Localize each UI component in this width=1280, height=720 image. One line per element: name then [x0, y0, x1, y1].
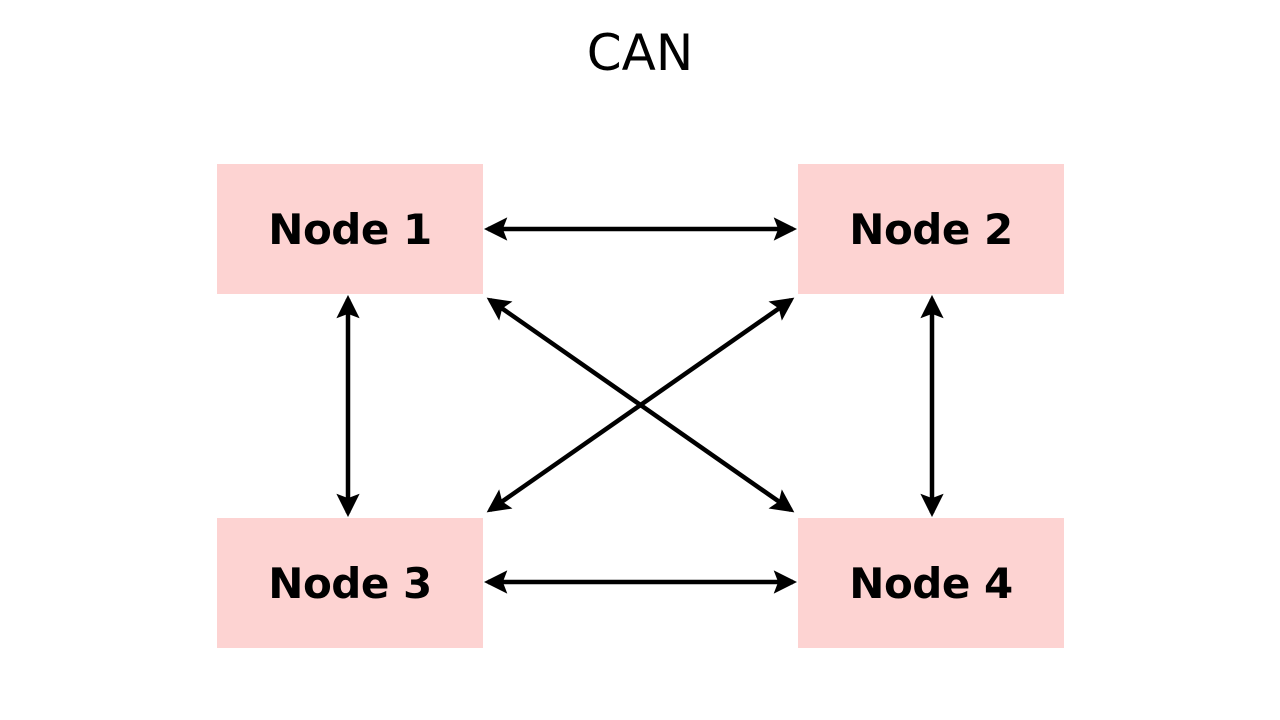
edge-node1-node4 — [486, 297, 795, 513]
node-box-node-2[interactable]: Node 2 — [798, 164, 1064, 294]
node-box-node-3[interactable]: Node 3 — [217, 518, 483, 648]
edge-node2-node3 — [486, 297, 795, 513]
node-label: Node 1 — [268, 204, 432, 254]
node-label: Node 4 — [849, 558, 1013, 608]
node-box-node-4[interactable]: Node 4 — [798, 518, 1064, 648]
page-title: CAN — [586, 24, 694, 82]
node-label: Node 2 — [849, 204, 1013, 254]
node-label: Node 3 — [268, 558, 432, 608]
node-box-node-1[interactable]: Node 1 — [217, 164, 483, 294]
